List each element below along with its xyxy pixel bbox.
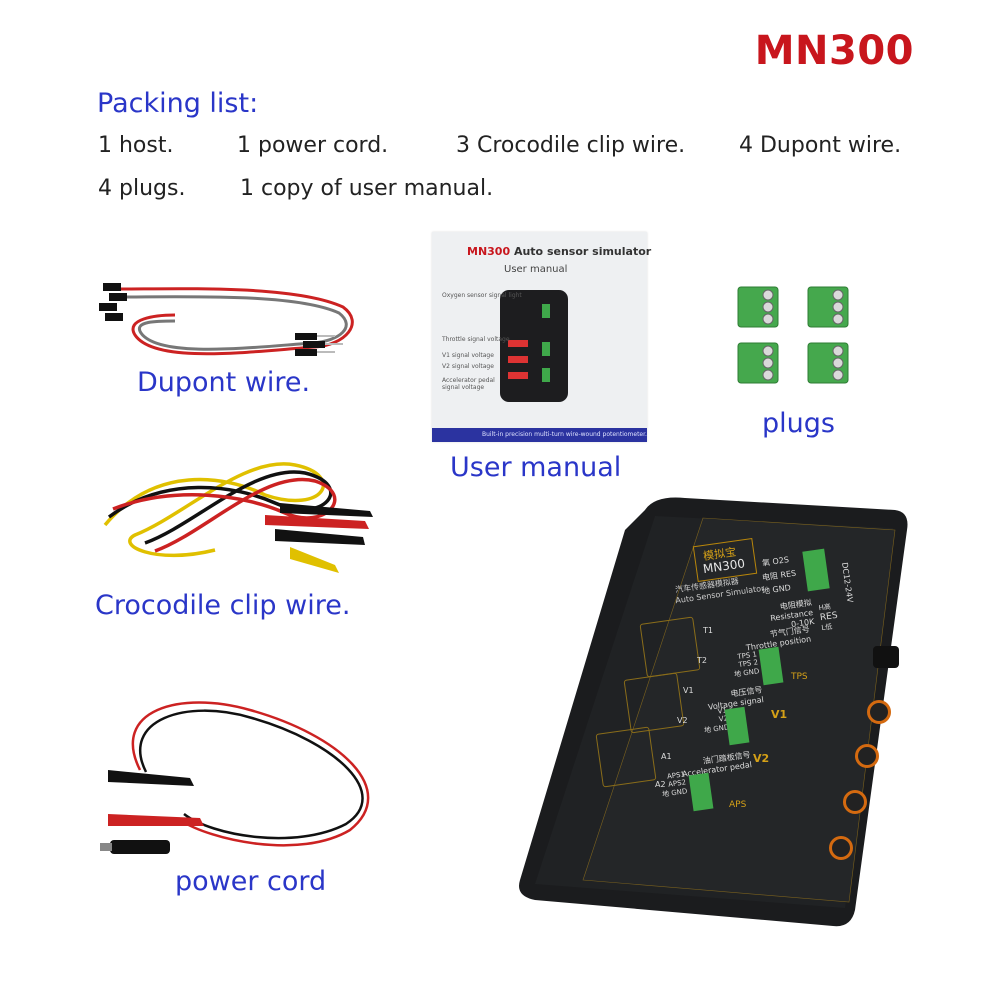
aps-tag: APS (729, 800, 747, 810)
v2-tag: V2 (753, 752, 770, 765)
tps-tag: TPS (791, 672, 808, 682)
manual-label: Oxygen sensor signal light (442, 292, 522, 299)
device-body (519, 497, 908, 927)
display-label: V1 (683, 686, 694, 695)
tps-knob[interactable] (867, 700, 891, 724)
user-manual-caption: User manual (450, 452, 622, 483)
packing-item: 3 Crocodile clip wire. (456, 133, 686, 158)
plugs-caption: plugs (762, 408, 835, 439)
packing-list-heading: Packing list: (97, 88, 259, 119)
dupont-wire-caption: Dupont wire. (137, 367, 311, 398)
host-device: 模拟宝 MN300 汽车传感器模拟器 Auto Sensor Simulator… (515, 490, 908, 930)
manual-subtitle: User manual (504, 264, 568, 275)
manual-label: Accelerator pedal signal voltage (442, 377, 495, 391)
v1-tag: V1 (771, 708, 788, 721)
aps-knob[interactable] (829, 836, 853, 860)
manual-label: V2 signal voltage (442, 363, 494, 370)
manual-label: V1 signal voltage (442, 352, 494, 359)
packing-item: 1 copy of user manual. (240, 176, 494, 201)
manual-footer: Built-in precision multi-turn wire-wound… (432, 428, 647, 442)
display-label: T2 (697, 656, 707, 665)
dupont-wire-image (99, 283, 354, 356)
display-v (623, 672, 685, 734)
display-label: V2 (677, 716, 688, 725)
power-cord-image (100, 701, 370, 854)
packing-item: 4 Dupont wire. (739, 133, 902, 158)
manual-device-photo (500, 290, 568, 402)
display-a (595, 726, 657, 788)
aps-pins: APS1 APS2 地 GND (661, 770, 688, 799)
res-knob[interactable] (873, 646, 899, 668)
user-manual-image: MN300 Auto sensor simulator User manual … (432, 232, 651, 442)
manual-label: Throttle signal voltage (442, 336, 510, 343)
packing-item: 1 host. (98, 133, 174, 158)
crocodile-clip-wire-caption: Crocodile clip wire. (95, 590, 351, 621)
packing-item: 4 plugs. (98, 176, 186, 201)
display-label: A1 (661, 752, 672, 761)
v1-knob[interactable] (855, 744, 879, 768)
crocodile-clip-wire-image (103, 462, 373, 573)
product-title: MN300 (754, 28, 914, 74)
plugs-image (737, 286, 849, 384)
display-label: A2 (655, 780, 666, 789)
manual-title: MN300 Auto sensor simulator (467, 245, 652, 258)
display-t (639, 616, 701, 678)
v2-knob[interactable] (843, 790, 867, 814)
display-label: T1 (703, 626, 713, 635)
tps-pins: TPS 1 TPS 2 地 GND (733, 650, 760, 679)
packing-item: 1 power cord. (237, 133, 389, 158)
power-cord-caption: power cord (175, 866, 327, 897)
